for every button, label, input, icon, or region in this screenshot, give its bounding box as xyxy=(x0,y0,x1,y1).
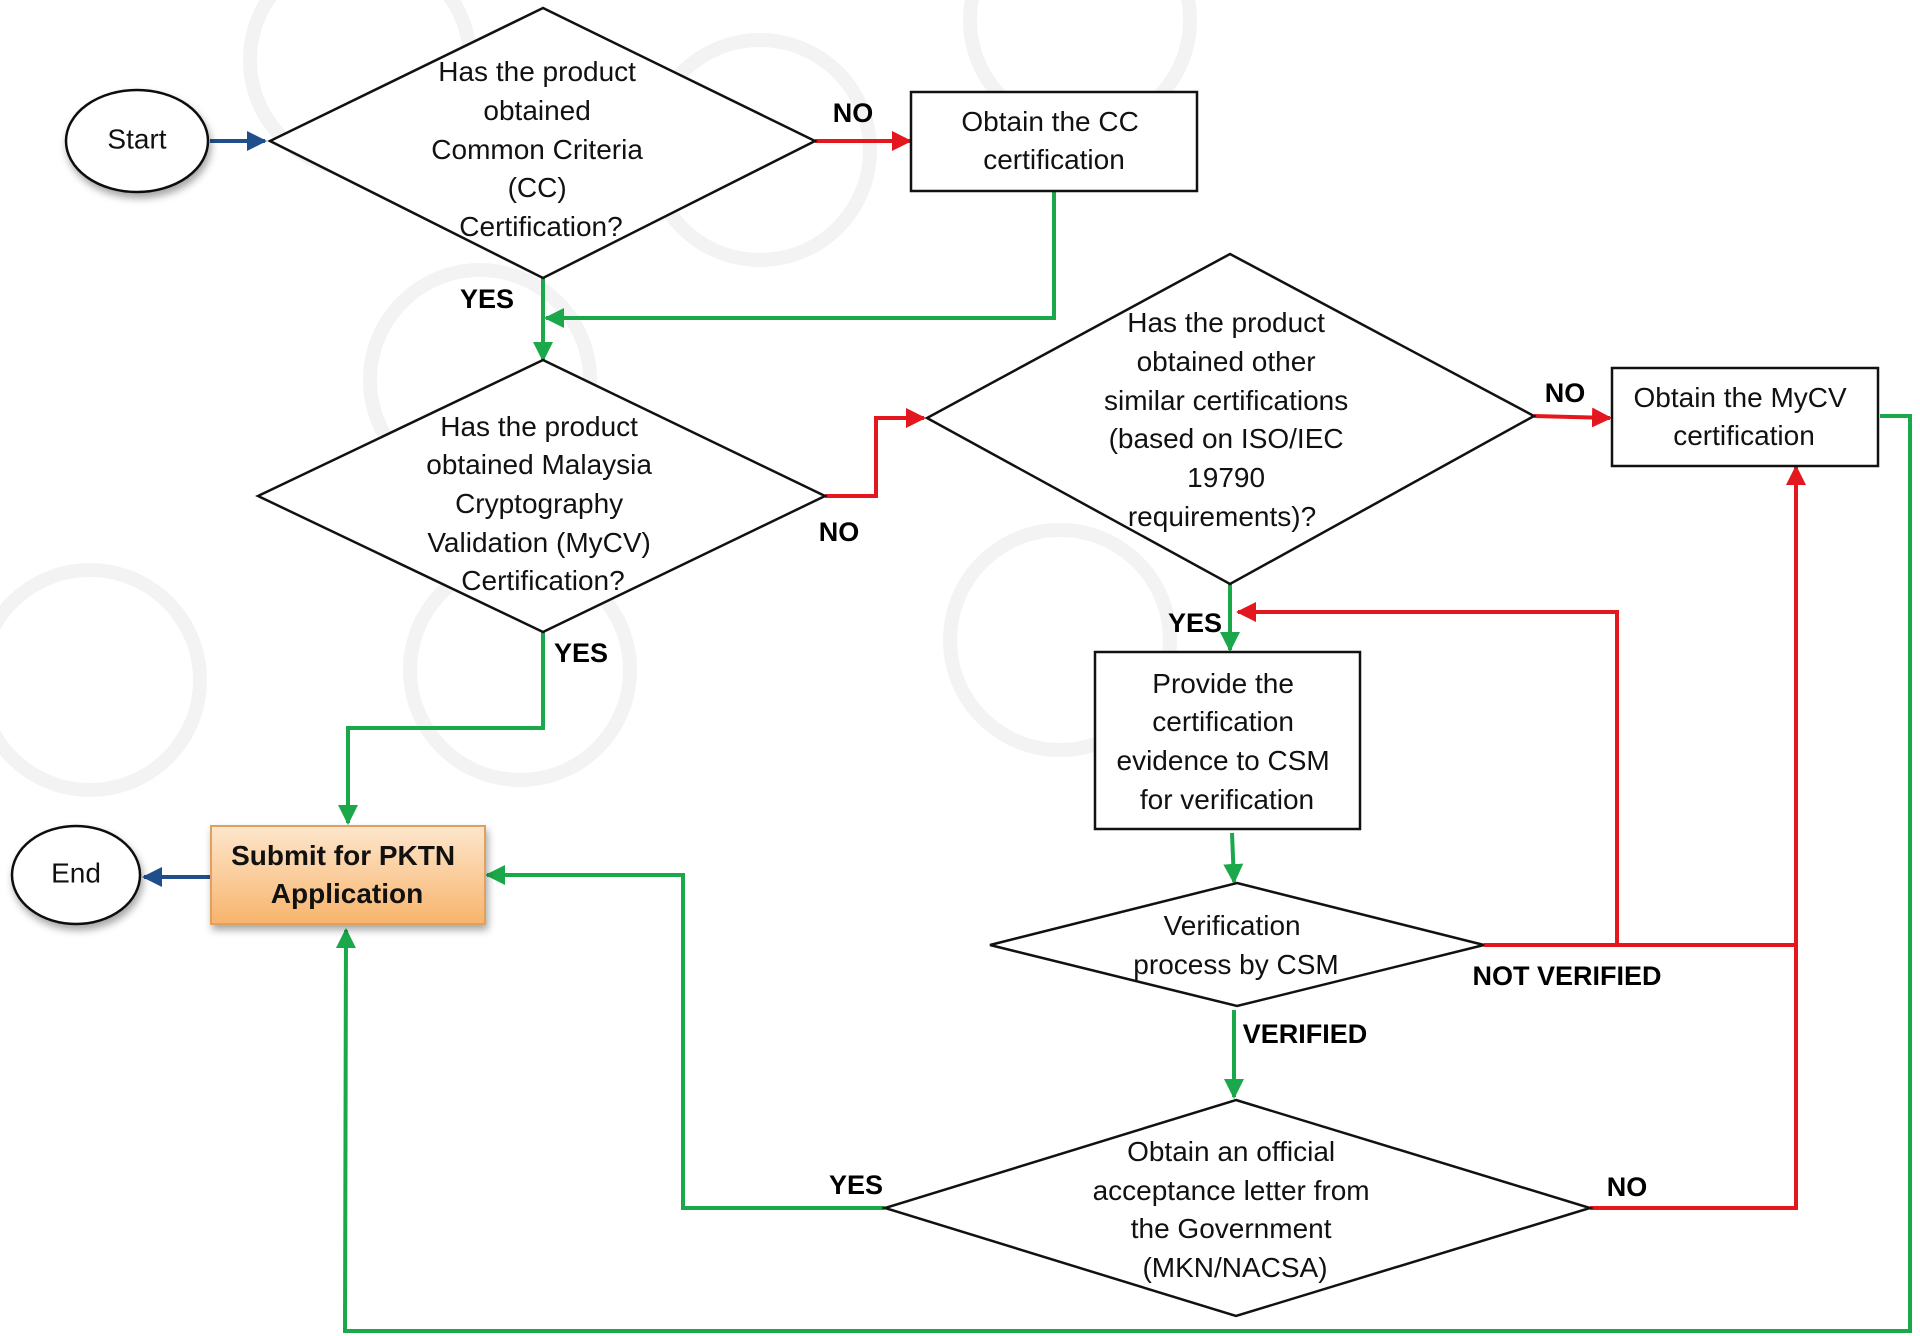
edges xyxy=(142,131,1912,1333)
edge-other-no xyxy=(1533,407,1612,428)
edge-not-verified-to-mycv xyxy=(1617,465,1806,947)
edge-labels: NO YES NO YES NO YES NOT VERIFIED VERIFI… xyxy=(460,98,1662,1202)
svg-text:Has the product obtained: Has the product obtained other similar c… xyxy=(1104,307,1356,532)
obtain-mycv-box: Obtain the MyCV certification xyxy=(1610,366,1880,468)
svg-text:Obtain an official accep: Obtain an official acceptance letter fro… xyxy=(1093,1136,1378,1283)
svg-text:Submit for PKTN Applicat: Submit for PKTN Application xyxy=(231,840,463,909)
mycv-certification-question: Has the product obtained Malaysia Crypto… xyxy=(255,358,828,634)
svg-text:End: End xyxy=(51,857,101,888)
svg-text:Provide the certificatio: Provide the certification evidence to CS… xyxy=(1117,668,1338,815)
edge-mycv-no xyxy=(825,408,926,498)
svg-text:Has the product obtained: Has the product obtained Malaysia Crypto… xyxy=(426,411,659,596)
label-cc-yes: YES xyxy=(460,284,514,314)
provide-evidence-box: Provide the certification evidence to CS… xyxy=(1093,650,1362,831)
other-certifications-question: Has the product obtained other similar c… xyxy=(924,252,1537,586)
svg-text:Start: Start xyxy=(107,123,166,154)
label-other-no: NO xyxy=(1545,378,1586,408)
svg-text:Obtain the MyCV certific: Obtain the MyCV certification xyxy=(1634,382,1855,451)
label-acceptance-yes: YES xyxy=(829,1170,883,1200)
edge-mycv-yes xyxy=(338,632,545,825)
end-node: End xyxy=(10,824,142,926)
edge-obtain-cc-to-merge xyxy=(544,190,1056,328)
acceptance-letter-question: Obtain an official acceptance letter fro… xyxy=(880,1098,1595,1318)
obtain-cc-box: Obtain the CC certification xyxy=(909,90,1199,193)
svg-text:Obtain the CC certificat: Obtain the CC certification xyxy=(961,106,1146,175)
submit-pktn-box: Submit for PKTN Application xyxy=(210,825,486,925)
svg-text:Has the product obtained: Has the product obtained Common Criteria… xyxy=(431,56,650,242)
edge-acceptance-no xyxy=(1590,945,1798,1210)
label-mycv-no: NO xyxy=(819,517,860,547)
edge-provide-to-verification xyxy=(1223,832,1244,884)
svg-text:Verification process by: Verification process by CSM xyxy=(1133,910,1338,980)
label-mycv-yes: YES xyxy=(554,638,608,668)
label-not-verified: NOT VERIFIED xyxy=(1472,961,1661,991)
edge-acceptance-yes xyxy=(485,865,885,1210)
label-verified: VERIFIED xyxy=(1243,1019,1368,1049)
edge-obtain-mycv-to-submit xyxy=(335,414,1912,1333)
cc-certification-question: Has the product obtained Common Criteria… xyxy=(267,6,818,280)
edge-not-verified-loop xyxy=(1236,602,1619,947)
label-other-yes: YES xyxy=(1168,608,1222,638)
label-cc-no: NO xyxy=(833,98,874,128)
label-acceptance-no: NO xyxy=(1607,1172,1648,1202)
start-node: Start xyxy=(64,88,210,194)
verification-process-decision: Verification process by CSM xyxy=(989,881,1485,1008)
